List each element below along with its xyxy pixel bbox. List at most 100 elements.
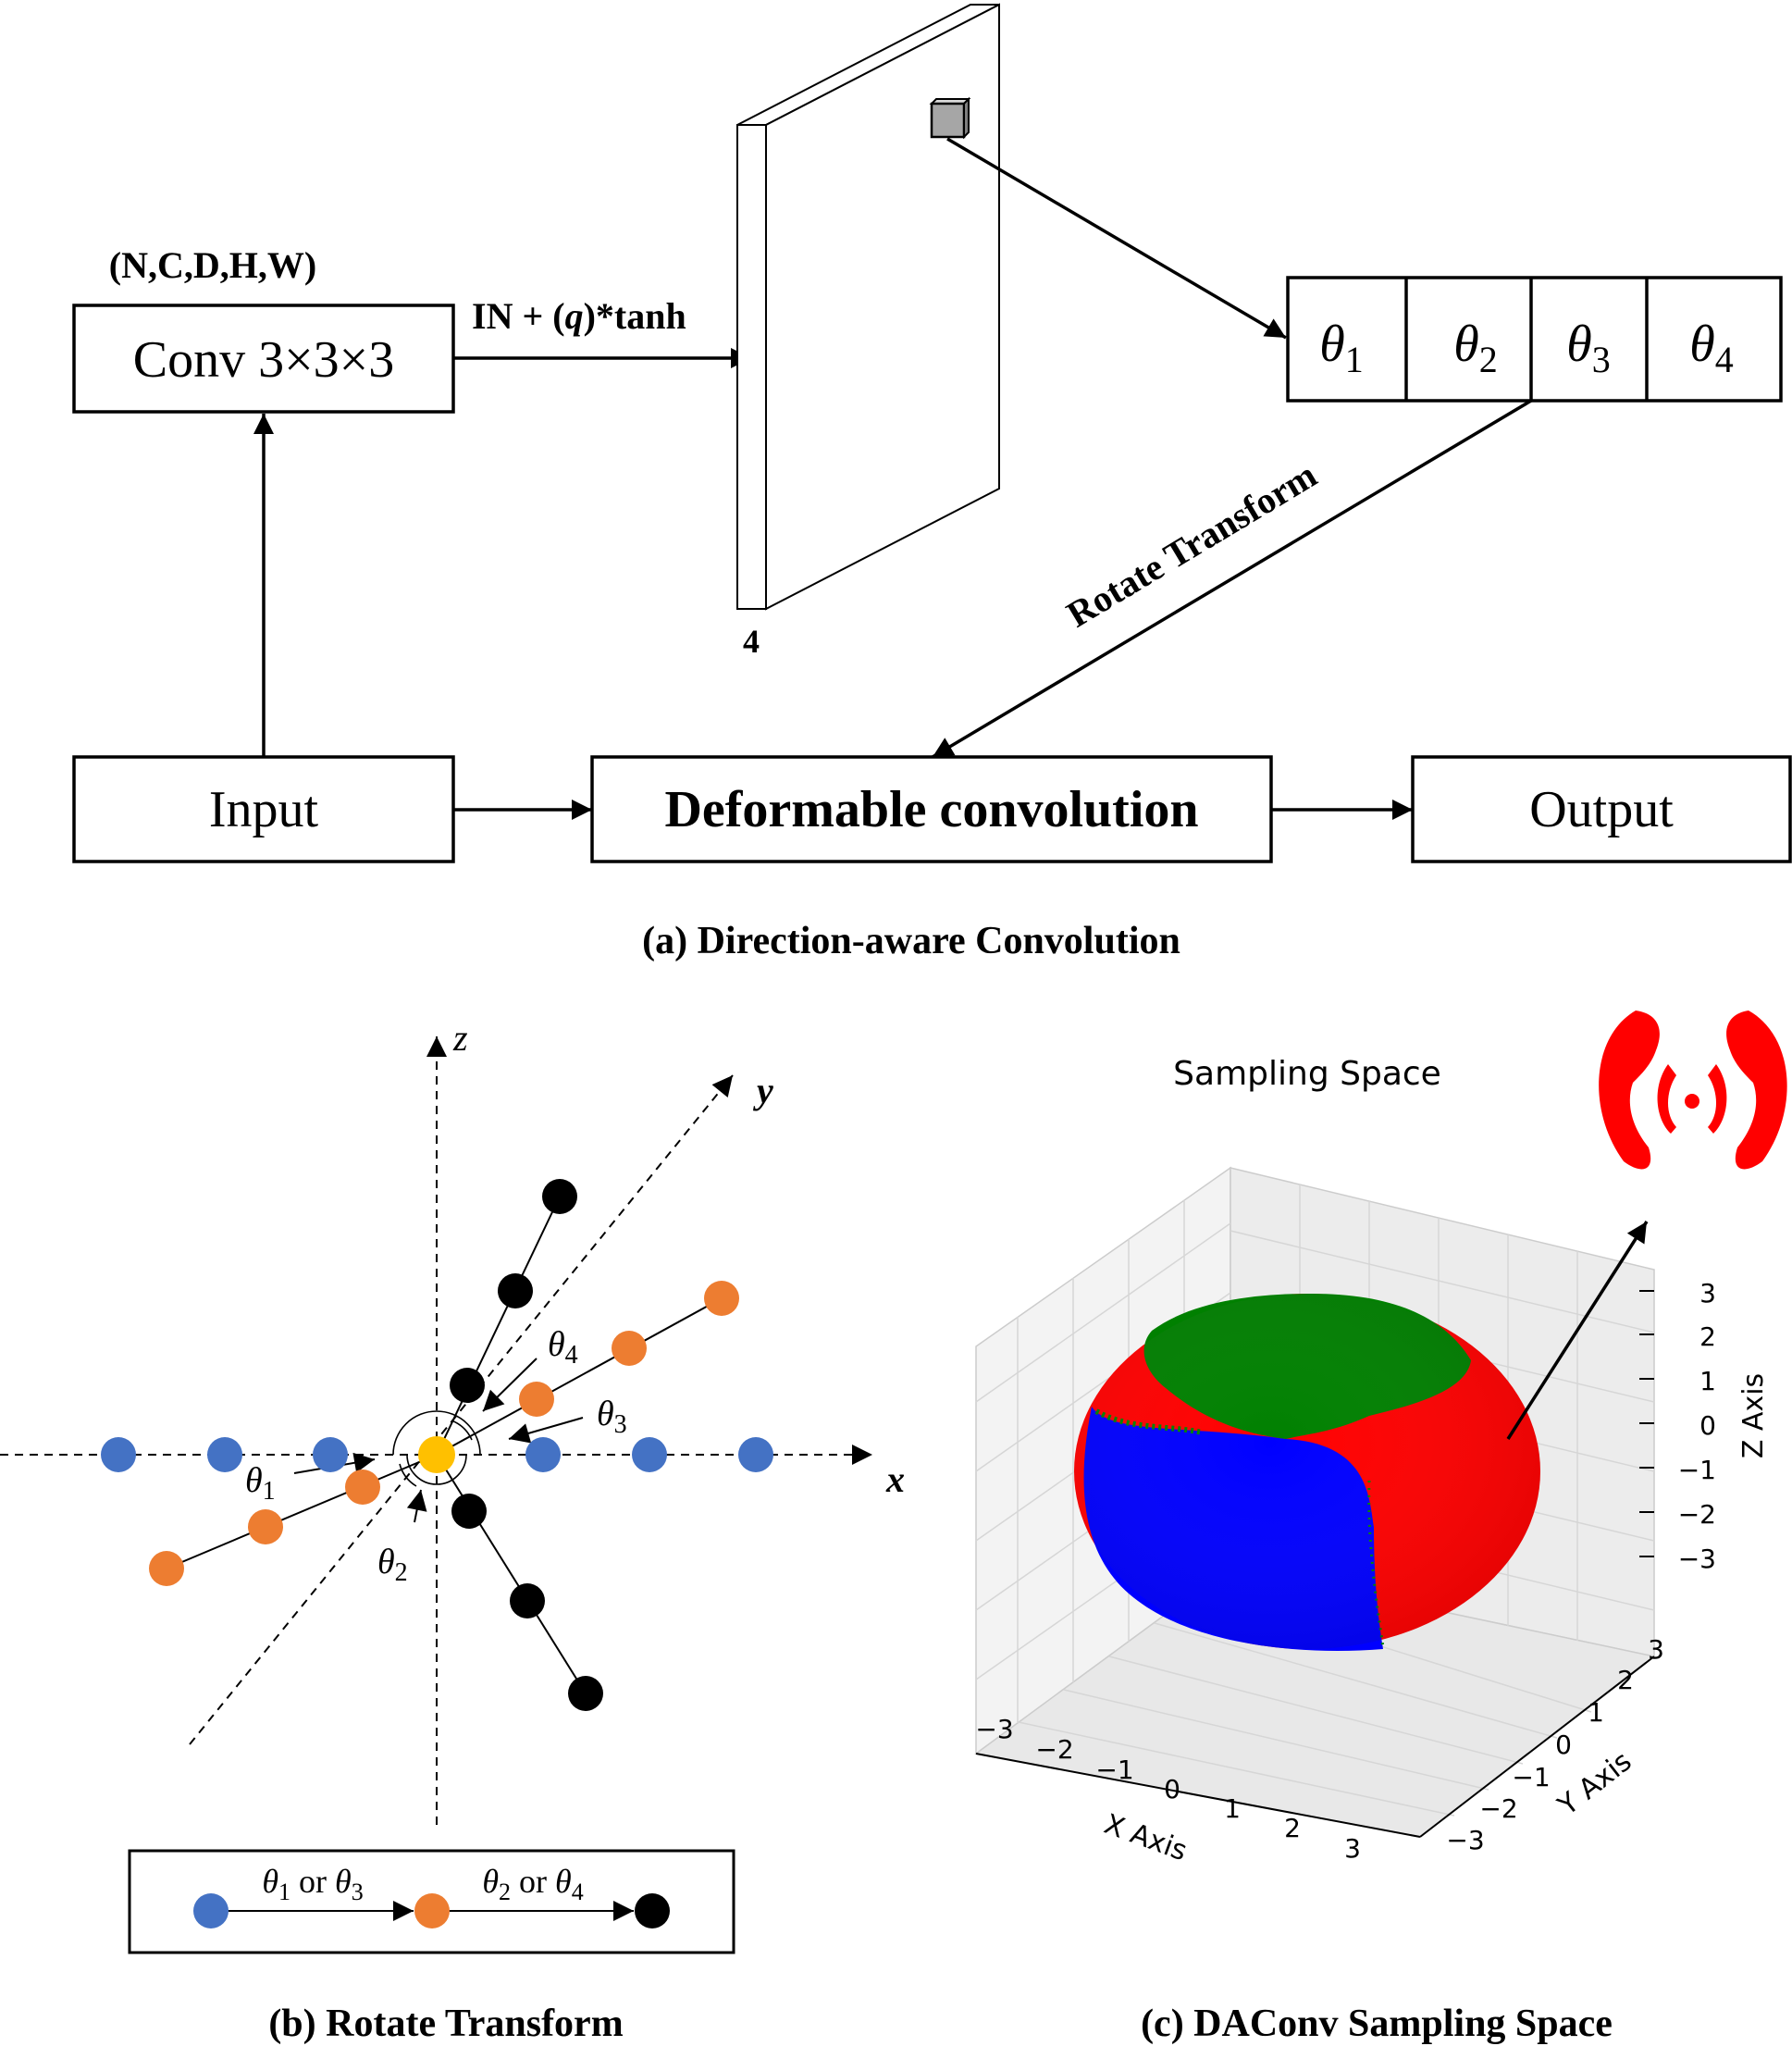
- shape-label: (N,C,D,H,W): [109, 244, 316, 286]
- theta3-pointer: [508, 1417, 584, 1444]
- theta3-label: θ3: [597, 1395, 627, 1439]
- legend-step2-label: θ2 or θ4: [482, 1863, 583, 1905]
- black-points: [450, 1179, 603, 1711]
- theta-cell-2: θ2: [1453, 316, 1498, 380]
- black-point: [451, 1494, 487, 1529]
- x-tick: 1: [1224, 1793, 1241, 1824]
- x-tick: 0: [1164, 1774, 1180, 1804]
- voxel-to-theta-arrow: [946, 137, 1287, 340]
- panel-a: Conv 3×3×3 (N,C,D,H,W) IN + (q)*tanh 4 θ…: [72, 3, 1792, 962]
- y-tick: 3: [1648, 1634, 1664, 1665]
- y-tick: 0: [1555, 1730, 1572, 1760]
- rot-line-upper-right: [436, 1297, 723, 1456]
- caption-c: (c) DAConv Sampling Space: [1141, 2003, 1613, 2045]
- x-tick: 2: [1284, 1813, 1301, 1843]
- angle-arc-lower-left: [399, 1463, 417, 1487]
- x-tick: −1: [1095, 1755, 1133, 1785]
- x-axis-ticks: −3 −2 −1 0 1 2 3: [975, 1714, 1421, 1864]
- signal-icon: [1599, 1011, 1787, 1170]
- theta-cell-4: θ4: [1689, 316, 1734, 380]
- z-axis-ticks: 3 2 1 0 −1 −2 −3: [1639, 1278, 1716, 1574]
- theta2-label: θ2: [377, 1543, 408, 1587]
- blue-point: [101, 1437, 136, 1472]
- z-tick: 0: [1699, 1410, 1716, 1441]
- z-tick: −2: [1678, 1499, 1716, 1530]
- input-label: Input: [209, 781, 319, 838]
- blue-point: [207, 1437, 242, 1472]
- z-tick: 2: [1699, 1321, 1716, 1352]
- blue-point: [738, 1437, 773, 1472]
- legend-black-point: [635, 1893, 670, 1928]
- orange-point: [345, 1470, 380, 1505]
- legend-blue-point: [193, 1893, 229, 1928]
- legend-step1-label: θ1 or θ3: [262, 1863, 363, 1905]
- x-axis-title: X Axis: [1100, 1808, 1192, 1867]
- blue-point: [313, 1437, 348, 1472]
- angle-arc-top: [392, 1410, 481, 1456]
- orange-point: [612, 1331, 647, 1366]
- blue-points: [101, 1437, 773, 1472]
- output-box: [1411, 755, 1792, 863]
- black-point: [450, 1368, 485, 1403]
- black-point: [568, 1676, 603, 1711]
- z-axis-title: Z Axis: [1737, 1373, 1770, 1458]
- caption-b: (b) Rotate Transform: [268, 2003, 623, 2045]
- theta-cell-1: θ1: [1319, 316, 1364, 380]
- orange-point: [704, 1281, 739, 1316]
- z-tick: 1: [1699, 1366, 1716, 1396]
- conv-box: [72, 304, 455, 414]
- black-point: [498, 1273, 533, 1308]
- theta4-label: θ4: [548, 1325, 578, 1370]
- y-axis: [189, 1074, 734, 1745]
- plane-depth-label: 4: [743, 623, 760, 660]
- y-tick: −2: [1479, 1793, 1517, 1824]
- orange-points: [149, 1281, 739, 1586]
- black-point: [510, 1583, 545, 1618]
- x-axis-label: x: [885, 1458, 905, 1500]
- y-tick: −3: [1446, 1825, 1484, 1855]
- x-tick: −2: [1035, 1734, 1073, 1765]
- plot-title: Sampling Space: [1173, 1055, 1441, 1093]
- sphere-to-icon-arrow: [1506, 1221, 1649, 1440]
- orange-point: [149, 1551, 184, 1586]
- y-axis-label: y: [753, 1070, 773, 1111]
- black-point: [542, 1179, 577, 1214]
- y-tick: −1: [1512, 1762, 1550, 1792]
- theta1-label: θ1: [245, 1461, 276, 1506]
- rot-line-lower-left: [166, 1454, 438, 1569]
- z-tick: −1: [1678, 1455, 1716, 1485]
- output-label: Output: [1529, 781, 1674, 838]
- angle-arc-bottom: [406, 1454, 467, 1485]
- rotate-transform-label: Rotate Transform: [1059, 453, 1324, 635]
- y-axis-ticks: −3 −2 −1 0 1 2 3: [1419, 1634, 1664, 1855]
- input-box: [72, 755, 455, 863]
- selected-voxel: [929, 96, 971, 140]
- norm-label: IN + (q)*tanh: [472, 295, 686, 337]
- rotate-transform-arrow: [932, 399, 1532, 759]
- theta4-pointer: [482, 1358, 538, 1412]
- x-tick: 3: [1344, 1833, 1361, 1864]
- y-tick: 2: [1617, 1665, 1634, 1695]
- theta-cell-3: θ3: [1566, 316, 1611, 380]
- z-tick: −3: [1678, 1544, 1716, 1574]
- deform-label: Deformable convolution: [664, 781, 1198, 838]
- rot-line-lower: [436, 1454, 587, 1694]
- z-axis-label: z: [452, 1017, 468, 1059]
- legend-orange-point: [414, 1893, 450, 1928]
- feature-plane: [736, 3, 1000, 611]
- rotate-legend: θ1 or θ3 θ2 or θ4: [128, 1849, 735, 1954]
- caption-a: (a) Direction-aware Convolution: [642, 920, 1180, 962]
- sampling-sphere: [1074, 1294, 1540, 1652]
- angle-arc-upper-right: [451, 1420, 473, 1441]
- orange-point: [248, 1509, 283, 1544]
- panel-c: Sampling Space: [974, 1011, 1787, 2045]
- z-tick: 3: [1699, 1278, 1716, 1308]
- panel-b: x y z θ1 θ2 θ3 θ4: [0, 1017, 905, 2045]
- theta-table: θ1 θ2 θ3 θ4: [1286, 276, 1783, 403]
- center-point: [418, 1436, 455, 1473]
- theta2-pointer: [406, 1489, 427, 1523]
- orange-point: [519, 1382, 554, 1417]
- x-tick: −3: [975, 1714, 1013, 1744]
- conv-label: Conv 3×3×3: [133, 331, 395, 389]
